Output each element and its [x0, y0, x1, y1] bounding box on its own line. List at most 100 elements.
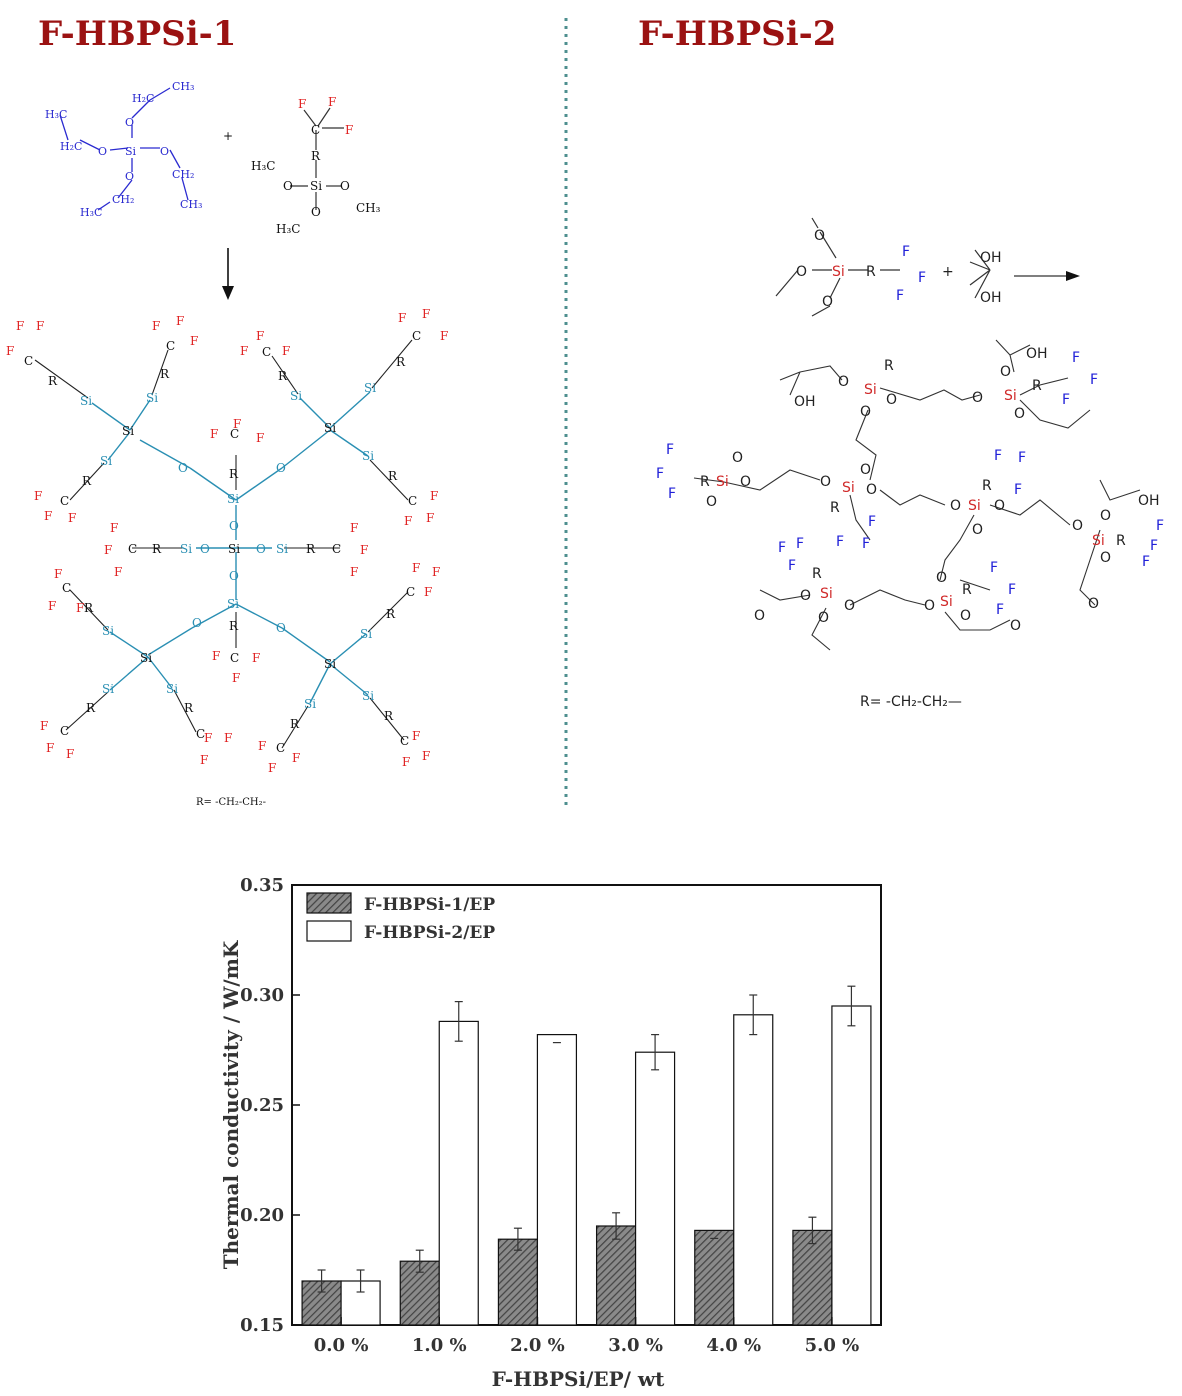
- svg-text:Si: Si: [360, 627, 372, 641]
- svg-text:F: F: [110, 521, 118, 535]
- svg-text:F: F: [212, 649, 220, 663]
- y-axis-label: Thermal conductivity / W/mK: [219, 940, 243, 1269]
- svg-text:O: O: [283, 179, 293, 193]
- svg-text:H₂C: H₂C: [132, 92, 154, 105]
- x-tick-label: 5.0 %: [805, 1335, 860, 1356]
- x-axis-label: F-HBPSi/EP/ wt: [492, 1367, 666, 1391]
- bar-series2: [438, 1020, 479, 1326]
- svg-text:F: F: [34, 489, 42, 503]
- right-monomers: [775, 217, 1068, 317]
- right-r-definition: R= -CH₂-CH₂—: [860, 694, 962, 710]
- svg-text:F: F: [412, 729, 420, 743]
- svg-text:F: F: [224, 731, 232, 745]
- svg-text:O: O: [972, 522, 983, 538]
- svg-text:O: O: [972, 390, 983, 406]
- svg-text:F: F: [328, 95, 336, 109]
- svg-text:Si: Si: [100, 454, 112, 468]
- svg-text:O: O: [754, 608, 765, 624]
- svg-text:O: O: [229, 569, 239, 583]
- plus-sign-left: +: [223, 129, 233, 143]
- svg-text:Si: Si: [1004, 388, 1017, 404]
- svg-text:Si: Si: [1092, 533, 1105, 549]
- svg-text:F: F: [404, 514, 412, 528]
- legend: F-HBPSi-1/EP F-HBPSi-2/EP: [306, 892, 495, 943]
- hbpsi1-network: [91, 391, 371, 704]
- svg-text:O: O: [960, 608, 971, 624]
- svg-text:O: O: [200, 542, 210, 556]
- svg-text:Si: Si: [146, 391, 158, 405]
- svg-text:F: F: [994, 448, 1002, 464]
- svg-text:R: R: [386, 607, 396, 621]
- svg-text:OH: OH: [980, 290, 1002, 306]
- svg-text:R: R: [812, 566, 822, 582]
- svg-text:F: F: [1072, 350, 1080, 366]
- svg-text:R: R: [388, 469, 398, 483]
- svg-text:R: R: [160, 367, 170, 381]
- svg-text:F: F: [1150, 538, 1158, 554]
- x-tick-label: 0.0 %: [314, 1335, 369, 1356]
- svg-text:Si: Si: [304, 697, 316, 711]
- svg-text:R: R: [866, 264, 876, 280]
- svg-text:H₃C: H₃C: [276, 222, 300, 236]
- svg-text:O: O: [886, 392, 897, 408]
- svg-text:CH₃: CH₃: [180, 198, 202, 211]
- svg-text:F: F: [204, 731, 212, 745]
- svg-text:O: O: [950, 498, 961, 514]
- svg-text:Si: Si: [364, 381, 376, 395]
- svg-text:H₃C: H₃C: [45, 108, 67, 121]
- svg-text:F: F: [233, 417, 241, 431]
- bars: [301, 985, 872, 1326]
- svg-text:C: C: [406, 585, 415, 599]
- svg-text:F: F: [1008, 582, 1016, 598]
- svg-text:Si: Si: [362, 449, 374, 463]
- legend-swatch-series1: [306, 892, 352, 914]
- svg-text:F: F: [46, 741, 54, 755]
- svg-text:O: O: [1088, 596, 1099, 612]
- bar-series2: [634, 1051, 676, 1326]
- svg-text:O: O: [256, 542, 266, 556]
- svg-text:F: F: [868, 514, 876, 530]
- svg-text:F: F: [76, 601, 84, 615]
- svg-text:O: O: [1010, 618, 1021, 634]
- svg-text:R: R: [700, 474, 710, 490]
- svg-text:F: F: [36, 319, 44, 333]
- svg-text:F: F: [440, 329, 448, 343]
- svg-text:R: R: [311, 149, 321, 163]
- svg-text:H₂C: H₂C: [60, 140, 82, 153]
- svg-text:OH: OH: [1138, 493, 1160, 509]
- svg-text:F: F: [398, 311, 406, 325]
- svg-text:CH₃: CH₃: [172, 80, 194, 93]
- svg-text:F: F: [68, 511, 76, 525]
- svg-text:Si: Si: [227, 597, 239, 611]
- svg-text:Si: Si: [166, 682, 178, 696]
- y-tick-label: 0.25: [240, 1095, 284, 1116]
- svg-text:R: R: [396, 355, 406, 369]
- svg-text:F: F: [350, 521, 358, 535]
- svg-text:CH₂: CH₂: [112, 193, 134, 206]
- svg-text:F: F: [200, 753, 208, 767]
- svg-text:O: O: [276, 621, 286, 635]
- svg-text:O: O: [706, 494, 717, 510]
- svg-text:Si: Si: [276, 542, 288, 556]
- svg-text:O: O: [844, 598, 855, 614]
- svg-text:F: F: [1090, 372, 1098, 388]
- svg-text:F: F: [862, 536, 870, 552]
- svg-text:CH₃: CH₃: [356, 201, 381, 215]
- svg-text:F: F: [990, 560, 998, 576]
- svg-text:O: O: [818, 610, 829, 626]
- svg-text:Si: Si: [310, 179, 322, 193]
- svg-text:Si: Si: [324, 421, 336, 435]
- svg-text:O: O: [924, 598, 935, 614]
- svg-text:Si: Si: [324, 657, 336, 671]
- svg-text:Si: Si: [122, 424, 134, 438]
- svg-text:O: O: [822, 294, 833, 310]
- svg-text:R: R: [82, 474, 92, 488]
- legend-swatch-series2: [306, 920, 352, 942]
- x-tick-label: 2.0 %: [510, 1335, 565, 1356]
- left-title: F-HBPSi-1: [38, 14, 236, 54]
- svg-text:Si: Si: [864, 382, 877, 398]
- svg-text:C: C: [62, 581, 71, 595]
